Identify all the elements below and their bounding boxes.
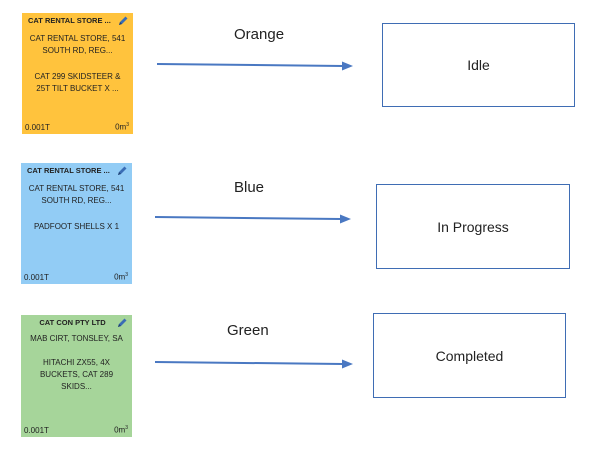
label-green: Green [227, 322, 269, 339]
card-description: CAT 299 SKIDSTEER & 25T TILT BUCKET X ..… [34, 72, 121, 93]
pencil-icon[interactable] [116, 317, 128, 329]
arrow-green [154, 359, 353, 369]
status-card-idle[interactable]: CAT RENTAL STORE ... CAT RENTAL STORE, 5… [22, 13, 133, 134]
card-weight: 0.001T [25, 123, 50, 132]
card-description: PADFOOT SHELLS X 1 [33, 222, 120, 231]
status-box-in-progress: In Progress [376, 184, 570, 269]
card-title: CAT RENTAL STORE ... [28, 16, 111, 25]
status-card-in-progress[interactable]: CAT RENTAL STORE ... CAT RENTAL STORE, 5… [21, 163, 132, 284]
card-title: CAT CON PTY LTD [39, 318, 106, 327]
status-card-completed[interactable]: CAT CON PTY LTD MAB CIRT, TONSLEY, SA HI… [21, 315, 132, 437]
label-blue: Blue [234, 179, 265, 196]
card-description: HITACHI ZX55, 4X BUCKETS, CAT 289 SKIDS.… [39, 358, 114, 391]
arrow-orange [156, 61, 353, 71]
card-address: MAB CIRT, TONSLEY, SA [30, 334, 123, 343]
status-box-completed: Completed [373, 313, 566, 398]
card-volume: 0m3 [114, 425, 128, 435]
card-title: CAT RENTAL STORE ... [27, 166, 110, 175]
pencil-icon[interactable] [117, 15, 129, 27]
label-orange: Orange [234, 26, 285, 43]
pencil-icon[interactable] [116, 165, 128, 177]
card-volume: 0m3 [115, 122, 129, 132]
status-box-idle: Idle [382, 23, 575, 107]
card-weight: 0.001T [24, 273, 49, 282]
arrow-blue [154, 214, 351, 224]
card-address: CAT RENTAL STORE, 541 SOUTH RD, REG... [28, 184, 125, 205]
card-volume: 0m3 [114, 272, 128, 282]
card-address: CAT RENTAL STORE, 541 SOUTH RD, REG... [29, 34, 126, 55]
card-weight: 0.001T [24, 426, 49, 435]
